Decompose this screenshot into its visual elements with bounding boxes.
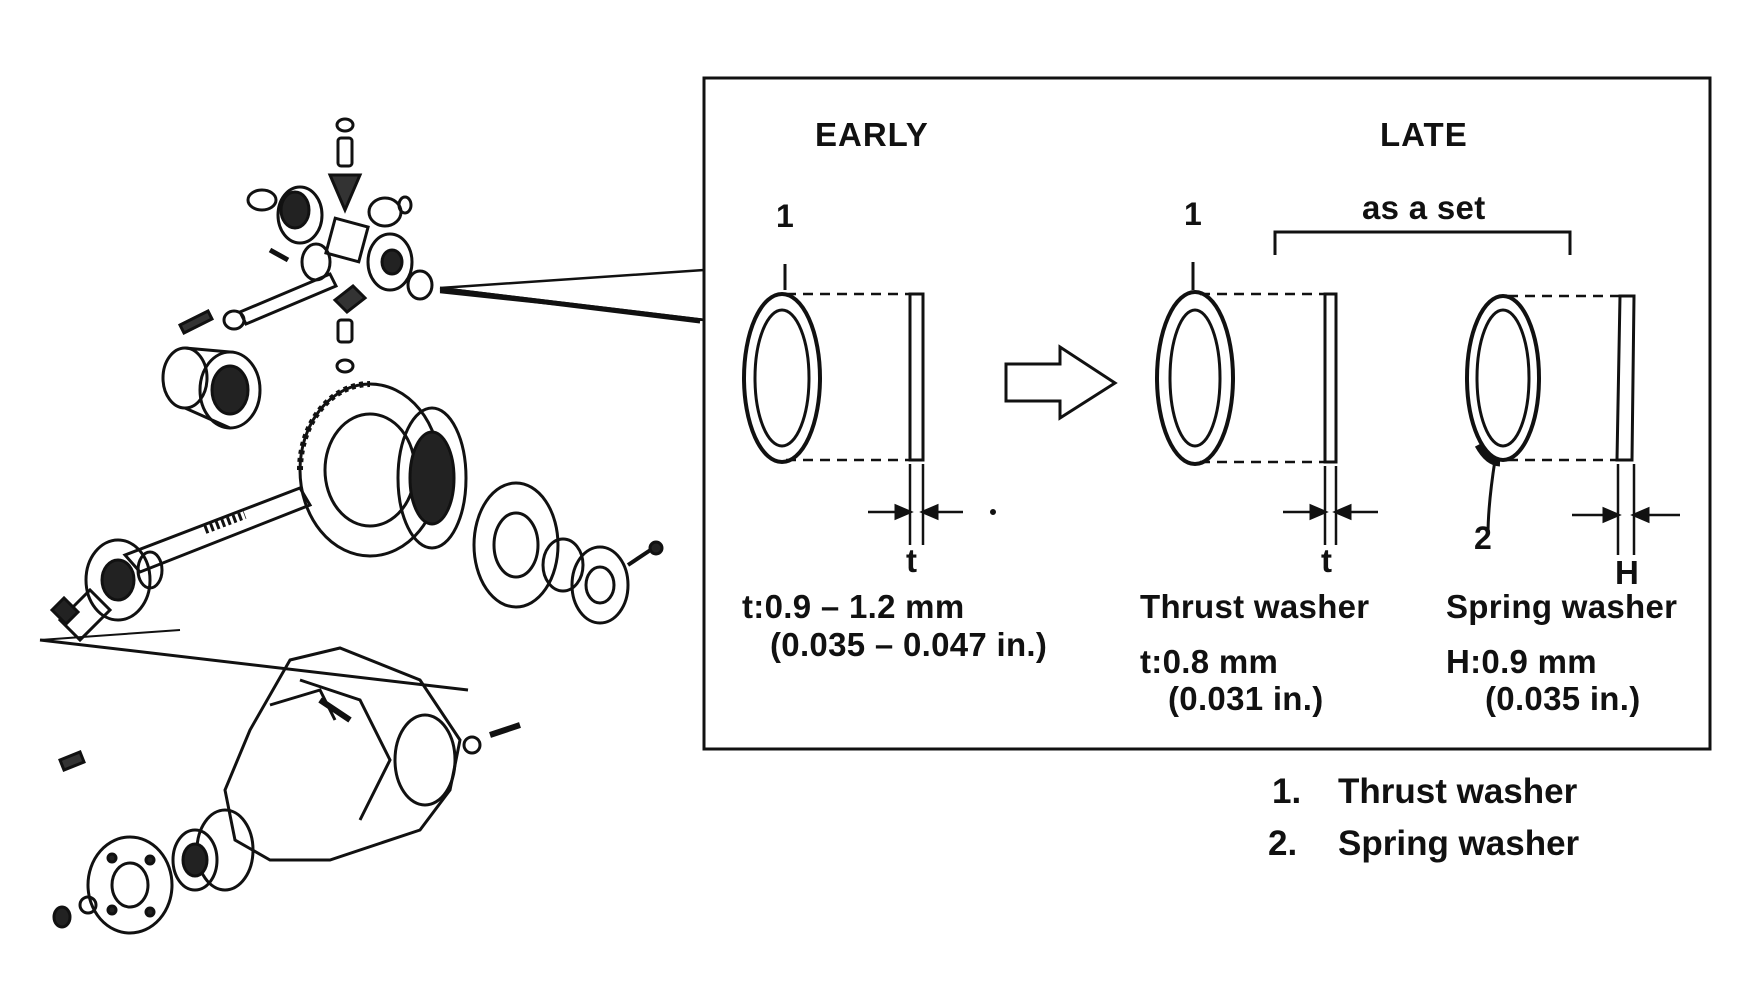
spring-washer-title: Spring washer [1446, 588, 1678, 625]
drive-pinion-shaft [49, 486, 313, 643]
dim-h-spring: H [1615, 554, 1640, 591]
callout-1-early: 1 [776, 198, 795, 234]
legend-label-2: Spring washer [1338, 824, 1580, 863]
spring-spec-line1: H:0.9 mm [1446, 643, 1597, 680]
dim-t-late: t [1321, 542, 1333, 579]
detail-panel [702, 76, 1712, 751]
differential-housing [52, 646, 521, 935]
late-thrust-washer [1155, 262, 1378, 545]
thrust-washer-title: Thrust washer [1140, 588, 1370, 625]
callout-1-late: 1 [1184, 196, 1203, 232]
early-spec-line1: t:0.9 – 1.2 mm [742, 588, 965, 625]
spring-spec-line2: (0.035 in.) [1485, 680, 1641, 717]
arrow-early-to-late-icon [1004, 344, 1118, 421]
thrust-spec-line2: (0.031 in.) [1168, 680, 1324, 717]
legend-label-1: Thrust washer [1338, 772, 1578, 811]
side-bearing [161, 346, 262, 430]
exploded-differential-illustration [39, 117, 664, 935]
early-heading: EARLY [815, 116, 929, 153]
as-a-set-label: as a set [1362, 189, 1486, 226]
pinion-gear-set [177, 117, 434, 374]
thrust-spec-line1: t:0.8 mm [1140, 643, 1279, 680]
early-thrust-washer [742, 264, 996, 545]
legend-num-1: 1. [1272, 772, 1302, 811]
callout-2-spring: 2 [1474, 520, 1493, 556]
legend-num-2: 2. [1268, 824, 1298, 863]
spring-washer [1465, 294, 1680, 555]
ring-gear-carrier [297, 381, 664, 625]
early-spec-line2: (0.035 – 0.047 in.) [770, 626, 1048, 663]
dim-t-early: t [906, 542, 918, 579]
set-bracket [1273, 230, 1572, 255]
late-heading: LATE [1380, 116, 1468, 153]
